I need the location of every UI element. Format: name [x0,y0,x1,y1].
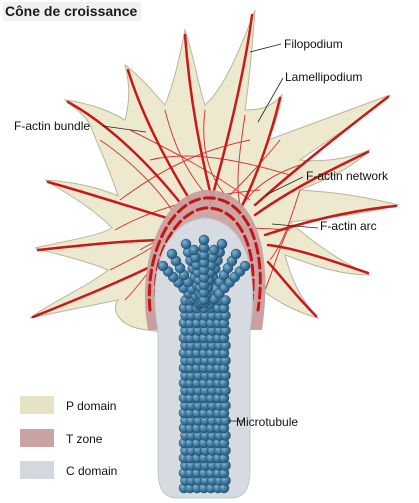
label-factin-network: F-actin network [306,169,389,183]
microtubule-bead [220,295,231,306]
label-filopodium: Filopodium [284,37,343,51]
leader-lines [102,43,319,422]
microtubule-bead [157,260,169,272]
legend-swatch-c-domain [20,461,54,479]
label-factin-bundle: F-actin bundle [14,119,90,133]
label-lamellipodium: Lamellipodium [285,70,362,84]
microtubule-bead [239,260,251,272]
microtubule-bead [166,248,178,260]
microtubule-bead [230,248,242,260]
microtubule-bead [188,244,200,256]
legend-label-p-domain: P domain [66,399,116,413]
legend: P domain T zone C domain [20,396,117,479]
microtubules [157,234,251,494]
diagram-title: Cône de croissance [3,2,142,21]
microtubule-bead [216,238,228,250]
legend-label-t-zone: T zone [66,432,103,446]
microtubule-bead [180,238,192,250]
legend-swatch-t-zone [20,429,54,447]
legend-label-c-domain: C domain [66,464,117,478]
microtubule-bead [208,244,220,256]
label-factin-arc: F-actin arc [320,219,377,233]
microtubule-bead [198,234,210,246]
legend-swatch-p-domain [20,396,54,414]
label-microtubule: Microtubule [236,415,298,429]
